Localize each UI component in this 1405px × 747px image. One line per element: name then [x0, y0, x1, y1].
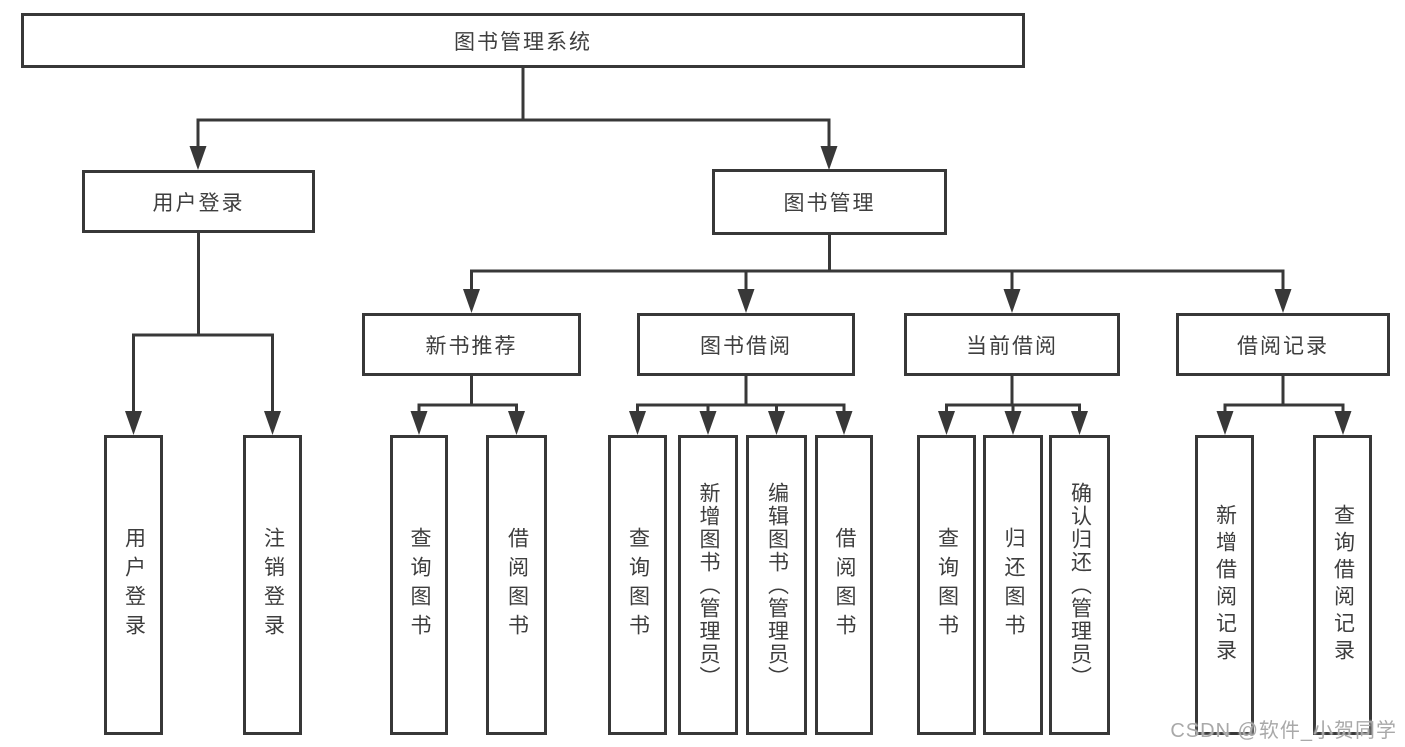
- leaf-return-books-label: 归还图书: [1002, 527, 1025, 643]
- node-book-borrowing: 图书借阅: [637, 313, 855, 376]
- leaf-query-books-borrowing-label: 查询图书: [626, 527, 650, 643]
- leaf-query-borrow-record: 查询借阅记录: [1313, 435, 1372, 735]
- leaf-edit-books-admin: 编辑图书（管理员）: [746, 435, 807, 735]
- leaf-user-login-label: 用户登录: [122, 527, 146, 643]
- leaf-add-borrow-record-label: 新增借阅记录: [1213, 504, 1237, 666]
- leaf-query-books-current: 查询图书: [917, 435, 976, 735]
- leaf-confirm-return-admin: 确认归还（管理员）: [1049, 435, 1110, 735]
- watermark: CSDN @软件_小贺同学: [1170, 720, 1397, 742]
- leaf-logout-label: 注销登录: [261, 527, 285, 643]
- leaf-borrow-books-recommend: 借阅图书: [486, 435, 547, 735]
- leaf-query-books-borrowing: 查询图书: [608, 435, 667, 735]
- leaf-query-books-current-label: 查询图书: [935, 527, 959, 643]
- node-library-system: 图书管理系统: [21, 13, 1025, 68]
- node-book-management: 图书管理: [712, 169, 947, 235]
- leaf-edit-books-admin-label: 编辑图书（管理员）: [765, 481, 789, 689]
- node-borrow-records: 借阅记录: [1176, 313, 1390, 376]
- node-current-borrowing: 当前借阅: [904, 313, 1120, 376]
- leaf-query-books-recommend: 查询图书: [390, 435, 448, 735]
- leaf-user-login: 用户登录: [104, 435, 163, 735]
- node-user-login-label: 用户登录: [152, 191, 245, 215]
- node-library-system-label: 图书管理系统: [454, 30, 592, 54]
- node-book-management-label: 图书管理: [783, 192, 876, 215]
- node-user-login: 用户登录: [82, 170, 315, 233]
- leaf-add-borrow-record: 新增借阅记录: [1195, 435, 1254, 735]
- node-book-borrowing-label: 图书借阅: [700, 334, 792, 358]
- leaf-borrow-books: 借阅图书: [815, 435, 873, 735]
- leaf-borrow-books-label: 借阅图书: [833, 527, 856, 643]
- leaf-logout: 注销登录: [243, 435, 302, 735]
- node-borrow-records-label: 借阅记录: [1237, 334, 1329, 358]
- leaf-borrow-books-recommend-label: 借阅图书: [505, 527, 529, 643]
- leaf-query-borrow-record-label: 查询借阅记录: [1331, 504, 1355, 666]
- arrowheads: [125, 146, 1352, 435]
- node-new-book-recommend-label: 新书推荐: [425, 334, 518, 358]
- leaf-add-books-admin-label: 新增图书（管理员）: [697, 481, 720, 689]
- leaf-return-books: 归还图书: [983, 435, 1043, 735]
- node-new-book-recommend: 新书推荐: [362, 313, 581, 376]
- leaf-query-books-recommend-label: 查询图书: [408, 527, 431, 643]
- leaf-confirm-return-admin-label: 确认归还（管理员）: [1068, 481, 1092, 689]
- node-current-borrowing-label: 当前借阅: [966, 334, 1058, 358]
- leaf-add-books-admin: 新增图书（管理员）: [678, 435, 738, 735]
